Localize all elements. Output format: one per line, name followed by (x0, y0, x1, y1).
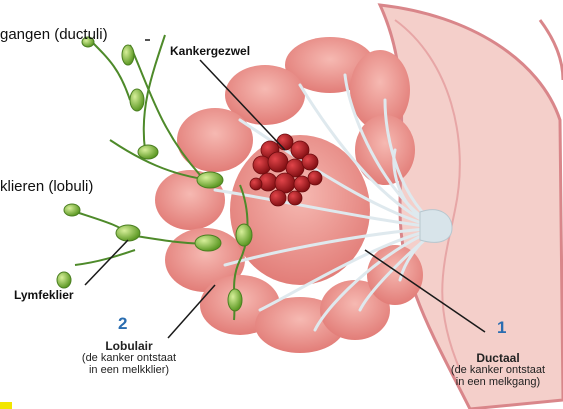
chest-wall (540, 20, 563, 80)
callout-number-1: 1 (497, 318, 506, 338)
callout-lobular-line2: in een melkklier) (64, 364, 194, 376)
label-lobuli: klieren (lobuli) (0, 178, 93, 195)
callout-lobular-line1: (de kanker ontstaat (64, 352, 194, 364)
callout-number-2: 2 (118, 314, 127, 334)
breast-skin (380, 5, 563, 409)
label-ductuli: gangen (ductuli) (0, 26, 108, 43)
callout-ductal-line1: (de kanker ontstaat (436, 364, 560, 376)
label-tumor: Kankergezwel (170, 44, 250, 58)
label-lymph-node: Lymfeklier (14, 288, 74, 302)
callout-ductal-line2: in een melkgang) (436, 376, 560, 388)
callout-ductal: Ductaal (de kanker ontstaat in een melkg… (436, 352, 560, 388)
callout-ductal-title: Ductaal (436, 352, 560, 364)
callout-lobular: Lobulair (de kanker ontstaat in een melk… (64, 340, 194, 376)
callout-lobular-title: Lobulair (64, 340, 194, 352)
yellow-accent-mark (0, 402, 12, 409)
